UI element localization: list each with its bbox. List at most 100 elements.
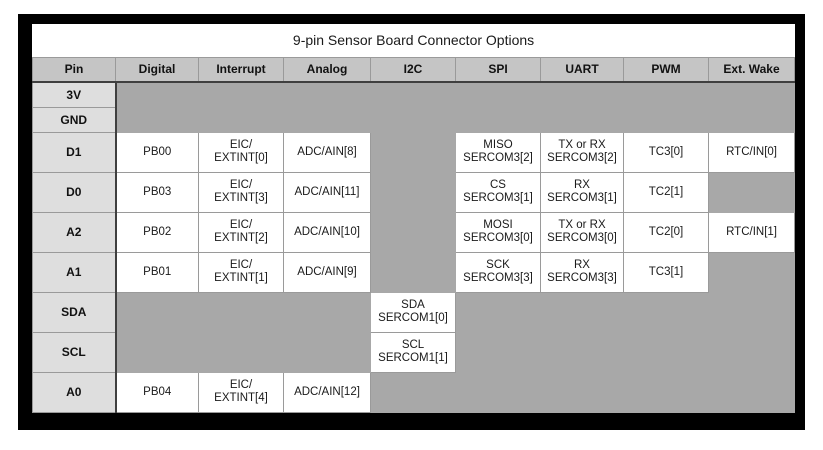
connector-options-table: 9-pin Sensor Board Connector Options Pin… — [32, 24, 796, 413]
cell-a0-analog: ADC/AIN[12] — [283, 371, 371, 413]
table-row-gnd: GND — [32, 106, 796, 133]
cell-empty — [455, 291, 541, 333]
cell-empty — [370, 171, 456, 213]
cell-empty — [707, 331, 796, 373]
cell-d0-digital: PB03 — [115, 171, 199, 213]
row-header-sda: SDA — [32, 291, 117, 333]
cell-d1-interrupt: EIC/ EXTINT[0] — [198, 131, 284, 173]
cell-empty — [283, 106, 371, 133]
cell-a2-uart: TX or RX SERCOM3[0] — [540, 211, 624, 253]
cell-empty — [370, 81, 456, 108]
column-header-pwm: PWM — [623, 56, 709, 83]
cell-a2-interrupt: EIC/ EXTINT[2] — [198, 211, 284, 253]
row-header-a2: A2 — [32, 211, 117, 253]
cell-empty — [283, 291, 371, 333]
cell-sda-i2c: SDA SERCOM1[0] — [370, 291, 456, 333]
cell-empty — [455, 331, 541, 373]
cell-empty — [198, 81, 284, 108]
cell-a0-interrupt: EIC/ EXTINT[4] — [198, 371, 284, 413]
cell-empty — [455, 371, 541, 413]
row-header-scl: SCL — [32, 331, 117, 373]
column-header-digital: Digital — [115, 56, 199, 83]
cell-empty — [540, 291, 624, 333]
cell-d1-pwm: TC3[0] — [623, 131, 709, 173]
column-header-pin: Pin — [32, 56, 116, 83]
column-header-spi: SPI — [455, 56, 541, 83]
cell-empty — [540, 331, 624, 373]
table-row-3v: 3V — [32, 81, 796, 108]
cell-d1-analog: ADC/AIN[8] — [283, 131, 371, 173]
table-row-sda: SDA SDA SERCOM1[0] — [32, 291, 796, 333]
cell-empty — [540, 81, 624, 108]
cell-d1-ext-wake: RTC/IN[0] — [707, 131, 796, 173]
table-row-a0: A0 PB04 EIC/ EXTINT[4] ADC/AIN[12] — [32, 371, 796, 413]
row-header-a0: A0 — [32, 371, 117, 413]
cell-empty — [540, 371, 624, 413]
cell-empty — [623, 371, 709, 413]
cell-empty — [198, 106, 284, 133]
cell-empty — [707, 371, 796, 413]
cell-empty — [707, 171, 796, 213]
cell-a0-digital: PB04 — [115, 371, 199, 413]
cell-empty — [198, 291, 284, 333]
cell-d0-analog: ADC/AIN[11] — [283, 171, 371, 213]
cell-empty — [707, 251, 796, 293]
cell-d0-interrupt: EIC/ EXTINT[3] — [198, 171, 284, 213]
column-header-i2c: I2C — [370, 56, 456, 83]
row-header-d0: D0 — [32, 171, 117, 213]
cell-empty — [370, 211, 456, 253]
row-header-a1: A1 — [32, 251, 117, 293]
cell-d0-pwm: TC2[1] — [623, 171, 709, 213]
cell-empty — [370, 131, 456, 173]
cell-a2-digital: PB02 — [115, 211, 199, 253]
table-row-a1: A1 PB01 EIC/ EXTINT[1] ADC/AIN[9] SCK SE… — [32, 251, 796, 293]
cell-a1-pwm: TC3[1] — [623, 251, 709, 293]
cell-a2-analog: ADC/AIN[10] — [283, 211, 371, 253]
cell-empty — [370, 106, 456, 133]
column-header-interrupt: Interrupt — [198, 56, 284, 83]
cell-empty — [707, 291, 796, 333]
column-header-ext-wake: Ext. Wake — [707, 56, 796, 83]
cell-empty — [623, 291, 709, 333]
cell-d0-uart: RX SERCOM3[1] — [540, 171, 624, 213]
cell-empty — [115, 331, 199, 373]
cell-empty — [623, 331, 709, 373]
cell-empty — [455, 81, 541, 108]
cell-a2-spi: MOSI SERCOM3[0] — [455, 211, 541, 253]
cell-empty — [455, 106, 541, 133]
cell-empty — [623, 106, 709, 133]
table-row-d1: D1 PB00 EIC/ EXTINT[0] ADC/AIN[8] MISO S… — [32, 131, 796, 173]
table-outer-frame: 9-pin Sensor Board Connector Options Pin… — [18, 14, 805, 430]
table-row-a2: A2 PB02 EIC/ EXTINT[2] ADC/AIN[10] MOSI … — [32, 211, 796, 253]
cell-a1-interrupt: EIC/ EXTINT[1] — [198, 251, 284, 293]
cell-d1-spi: MISO SERCOM3[2] — [455, 131, 541, 173]
cell-d1-digital: PB00 — [115, 131, 199, 173]
cell-a1-digital: PB01 — [115, 251, 199, 293]
cell-scl-i2c: SCL SERCOM1[1] — [370, 331, 456, 373]
cell-a1-spi: SCK SERCOM3[3] — [455, 251, 541, 293]
table-row-scl: SCL SCL SERCOM1[1] — [32, 331, 796, 373]
cell-empty — [115, 291, 199, 333]
cell-empty — [540, 106, 624, 133]
cell-a2-ext-wake: RTC/IN[1] — [707, 211, 796, 253]
cell-empty — [370, 251, 456, 293]
cell-empty — [115, 81, 199, 108]
row-header-gnd: GND — [32, 106, 117, 133]
column-header-row: Pin Digital Interrupt Analog I2C SPI UAR… — [32, 56, 796, 83]
table-title: 9-pin Sensor Board Connector Options — [32, 24, 795, 57]
row-header-d1: D1 — [32, 131, 117, 173]
cell-empty — [370, 371, 456, 413]
cell-d0-spi: CS SERCOM3[1] — [455, 171, 541, 213]
cell-empty — [283, 331, 371, 373]
cell-a1-analog: ADC/AIN[9] — [283, 251, 371, 293]
cell-empty — [115, 106, 199, 133]
cell-empty — [707, 106, 796, 133]
row-header-3v: 3V — [32, 81, 117, 108]
column-header-uart: UART — [540, 56, 624, 83]
cell-empty — [198, 331, 284, 373]
cell-a2-pwm: TC2[0] — [623, 211, 709, 253]
table-row-d0: D0 PB03 EIC/ EXTINT[3] ADC/AIN[11] CS SE… — [32, 171, 796, 213]
cell-d1-uart: TX or RX SERCOM3[2] — [540, 131, 624, 173]
column-header-analog: Analog — [283, 56, 371, 83]
cell-a1-uart: RX SERCOM3[3] — [540, 251, 624, 293]
